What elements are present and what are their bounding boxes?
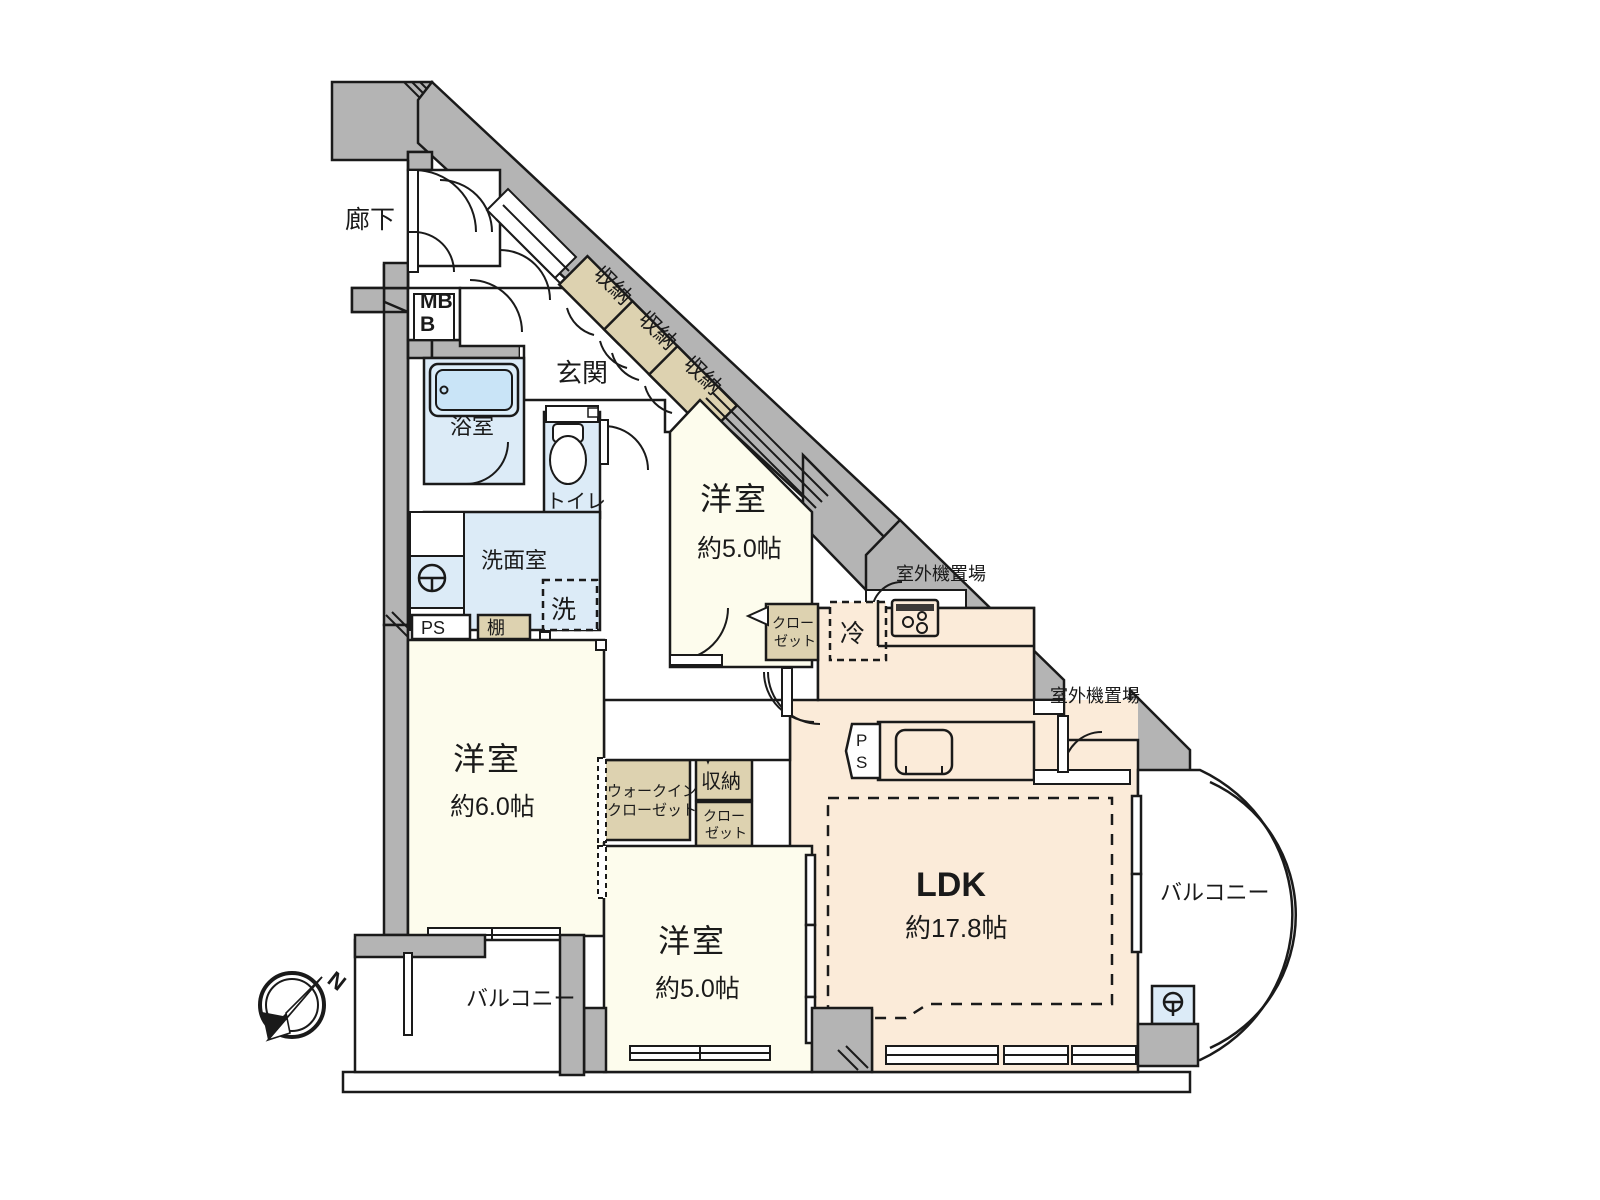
closet1-label-line2: ゼット	[774, 633, 816, 649]
room-label-ldk: LDK	[916, 866, 986, 904]
ps-label-kitchen-2: S	[856, 753, 867, 772]
outdoor-unit-label-1: 室外機置場	[896, 564, 986, 584]
closet1-label-line1: クロー	[772, 615, 814, 631]
ps-label-kitchen-1: P	[856, 731, 867, 750]
room-label-bedroom2: 洋室	[453, 741, 521, 777]
room-size-bedroom1: 約5.0帖	[697, 535, 782, 563]
room-bedroom2: 洋室 約6.0帖	[406, 638, 607, 943]
shelf-label: 棚	[487, 618, 505, 638]
balcony-right: バルコニー	[1130, 768, 1298, 1068]
washer-label: 洗	[551, 596, 576, 624]
room-size-bedroom3: 約5.0帖	[655, 975, 740, 1003]
room-size-ldk: 約17.8帖	[905, 913, 1008, 943]
outdoor-unit-label-2: 室外機置場	[1050, 686, 1140, 706]
room-ldk: 冷 P S LDK 約17.8帖	[788, 598, 1140, 1074]
room-toilet: トイレ	[542, 405, 649, 520]
room-label-balcony-left: バルコニー	[466, 986, 576, 1011]
wic-label-line1: ウォークイン	[607, 783, 697, 800]
structural-walls	[330, 80, 1192, 1094]
room-label-bedroom3: 洋室	[658, 923, 726, 959]
room-label-corridor: 廊下	[345, 206, 395, 234]
wic-label-line2: クローゼット	[607, 802, 697, 819]
balcony-left: バルコニー	[353, 933, 586, 1077]
closet2-label-line2: ゼット	[705, 825, 747, 841]
ldk-area-outline	[826, 796, 1114, 1020]
ldk-bottom-windows	[885, 1045, 1137, 1065]
room-bedroom3: 洋室 約5.0帖	[602, 844, 817, 1074]
diagonal-storage-group: 収納 収納 収納	[557, 254, 739, 436]
meter-box: MB B	[406, 286, 462, 342]
room-label-bedroom1: 洋室	[700, 481, 768, 517]
room-corridor: 廊下	[345, 168, 502, 273]
mb-label-line2: B	[420, 313, 435, 336]
room-bedroom1: 洋室 約5.0帖	[668, 385, 829, 669]
room-label-balcony-right: バルコニー	[1160, 880, 1270, 905]
room-label-bath: 浴室	[450, 414, 494, 439]
room-bath: 浴室	[422, 356, 526, 486]
ps-label-left: PS	[421, 618, 445, 638]
room-label-entrance: 玄関	[556, 358, 608, 388]
room-size-bedroom2: 約6.0帖	[450, 793, 535, 821]
room-label-washroom: 洗面室	[481, 548, 547, 573]
room-label-toilet: トイレ	[546, 491, 606, 513]
storage-label-4: 収納	[701, 770, 741, 793]
closet2-label-line1: クロー	[703, 808, 745, 824]
closet-1: クロー ゼット	[745, 602, 820, 662]
fridge-label: 冷	[840, 620, 865, 648]
mb-label-line1: MB	[420, 290, 453, 313]
outdoor-unit-2: 室外機置場	[1033, 686, 1140, 785]
room-washroom: 洗面室 洗 棚 PS	[385, 510, 602, 689]
door-details	[595, 639, 607, 899]
